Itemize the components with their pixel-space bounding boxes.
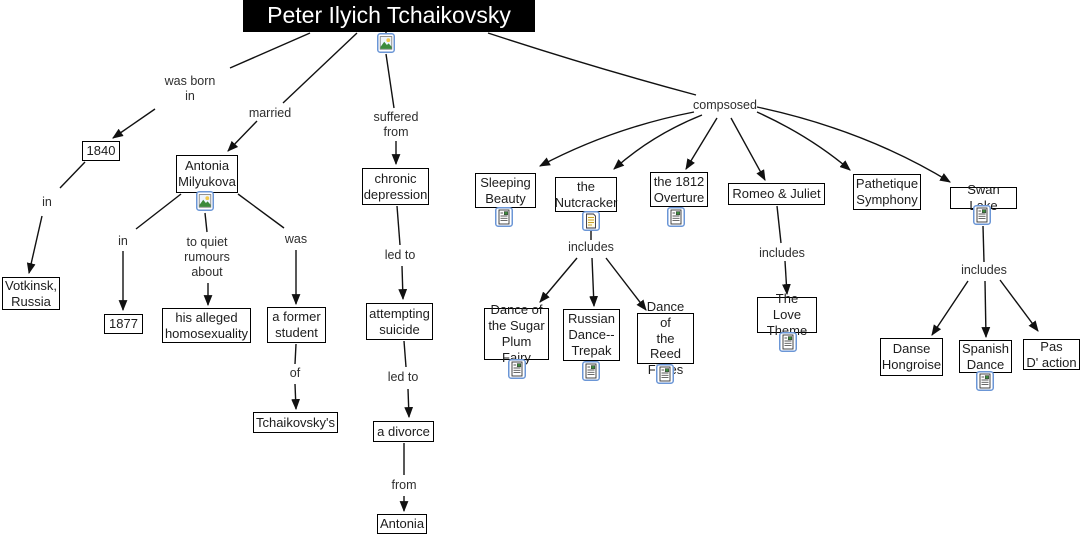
link-label-includes-romeo[interactable]: includes [759,246,805,260]
picture-resource-icon[interactable] [377,33,395,53]
connector-line [931,280,969,336]
concept-antonia[interactable]: Antonia [377,514,427,534]
connector-line [605,257,647,311]
concept-sugar-plum-fairy[interactable]: Dance of the Sugar Plum Fairy [484,302,549,365]
connector-line [26,215,43,275]
connector-line [204,212,208,233]
document-picture-resource-icon[interactable] [779,332,797,352]
connector-line [539,111,695,167]
connector-line [237,193,285,229]
concept-former-student[interactable]: a former student [267,307,326,343]
connector-line [589,257,598,308]
concept-russian-dance-trepak[interactable]: Russian Dance-- Trepak [563,309,620,361]
connector-line [685,117,718,170]
concept-1877[interactable]: 1877 [104,314,143,334]
concept-1812-overture[interactable]: the 1812 Overture [650,172,708,207]
connector-line [730,117,766,181]
connector-line [404,388,414,419]
connector-line [613,114,703,170]
concept-attempting-suicide[interactable]: attempting suicide [366,303,433,340]
concept-1840[interactable]: 1840 [82,141,120,161]
concept-the-nutcracker[interactable]: the Nutcracker [555,177,617,212]
link-label-of[interactable]: of [289,366,301,380]
document-picture-resource-icon[interactable] [656,364,674,384]
document-picture-resource-icon[interactable] [973,205,991,225]
connector-line [539,257,578,303]
connector-line [981,280,991,339]
link-label-to-quiet-rumours[interactable]: to quiet rumours about [184,235,230,279]
link-label-was-born-in[interactable]: was born in [164,74,216,103]
link-label-was[interactable]: was [284,232,308,246]
link-label-suffered-from[interactable]: suffered from [373,110,419,139]
connector-line [398,265,408,301]
connector-line [999,279,1039,332]
concept-a-divorce[interactable]: a divorce [373,421,434,442]
connector-line [135,193,182,230]
link-label-led-to-2[interactable]: led to [387,370,419,384]
connector-line [112,108,156,139]
link-label-includes-nutcracker[interactable]: includes [568,240,614,254]
connector-line [282,32,358,104]
concept-love-theme[interactable]: The Love Theme [757,291,817,338]
connector-line [59,161,86,189]
connector-line [487,32,697,96]
link-label-composed[interactable]: compsosed [693,98,757,112]
link-label-in-year[interactable]: in [118,234,128,248]
concept-title[interactable]: Peter Ilyich Tchaikovsky [243,0,535,32]
concept-pas-d-action[interactable]: Pas D' action [1023,339,1080,370]
document-picture-resource-icon[interactable] [582,361,600,381]
link-label-led-to-1[interactable]: led to [384,248,416,262]
connector-line [403,340,407,368]
document-picture-resource-icon[interactable] [495,207,513,227]
concept-chronic-depression[interactable]: chronic depression [362,168,429,205]
concept-votkinsk-russia[interactable]: Votkinsk, Russia [2,277,60,310]
connector-line [756,111,851,171]
document-picture-resource-icon[interactable] [976,371,994,391]
connector-line [396,205,401,246]
concept-pathetique-symphony[interactable]: Pathetique Symphony [853,174,921,210]
connector-line [782,260,791,296]
document-picture-resource-icon[interactable] [667,207,685,227]
concept-romeo-and-juliet[interactable]: Romeo & Juliet [728,183,825,205]
link-label-in-birthplace[interactable]: in [42,195,52,209]
picture-resource-icon[interactable] [196,191,214,211]
link-label-from[interactable]: from [391,478,417,492]
connector-line [982,225,985,263]
concept-sleeping-beauty[interactable]: Sleeping Beauty [475,173,536,208]
connector-line [776,205,782,244]
connector-line [294,343,297,365]
concept-alleged-homosexuality[interactable]: his alleged homosexuality [162,308,251,343]
document-picture-resource-icon[interactable] [508,359,526,379]
concept-tchaikovskys[interactable]: Tchaikovsky's [253,412,338,433]
connector-line [227,120,258,152]
concept-spanish-dance[interactable]: Spanish Dance [959,340,1012,373]
link-label-married[interactable]: married [248,106,292,120]
connector-line [291,383,301,411]
text-document-resource-icon[interactable] [582,211,600,231]
link-label-includes-swan[interactable]: includes [961,263,1007,277]
concept-danse-hongroise[interactable]: Danse Hongroise [880,338,943,376]
concept-reed-flutes[interactable]: Dance of the Reed Flutes [637,299,694,377]
concept-antonia-milyukova[interactable]: Antonia Milyukova [176,155,238,193]
connector-line [229,32,311,69]
connector-line [756,106,951,183]
connector-line [385,53,395,109]
